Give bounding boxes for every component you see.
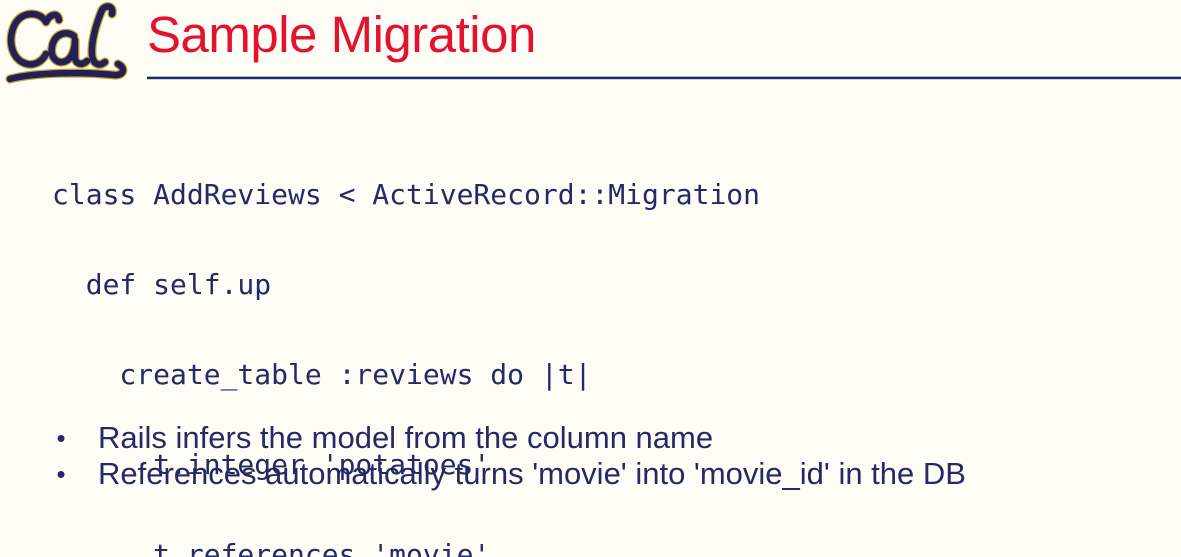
list-item: • References automatically turns 'movie'…	[48, 456, 1168, 492]
bullet-point-icon: •	[56, 459, 66, 489]
code-line: t.integer 'potatoes'	[52, 448, 491, 481]
code-line: create_table :reviews do |t|	[52, 358, 592, 391]
page-title: Sample Migration	[147, 6, 536, 63]
slide-header: Sample Migration	[0, 0, 1181, 95]
bullet-list: • Rails infers the model from the column…	[48, 420, 1168, 492]
list-item: • Rails infers the model from the column…	[48, 420, 1168, 456]
list-item-label: Rails infers the model from the column n…	[98, 420, 714, 455]
title-divider	[147, 76, 1181, 80]
cal-logo-icon	[2, 2, 130, 90]
code-line: t.references 'movie'	[52, 538, 491, 557]
list-item-label: References automatically turns 'movie' i…	[98, 456, 966, 491]
code-line: class AddReviews < ActiveRecord::Migrati…	[52, 178, 761, 211]
code-block: class AddReviews < ActiveRecord::Migrati…	[52, 120, 760, 557]
code-line: def self.up	[52, 268, 272, 301]
bullet-point-icon: •	[56, 423, 66, 453]
